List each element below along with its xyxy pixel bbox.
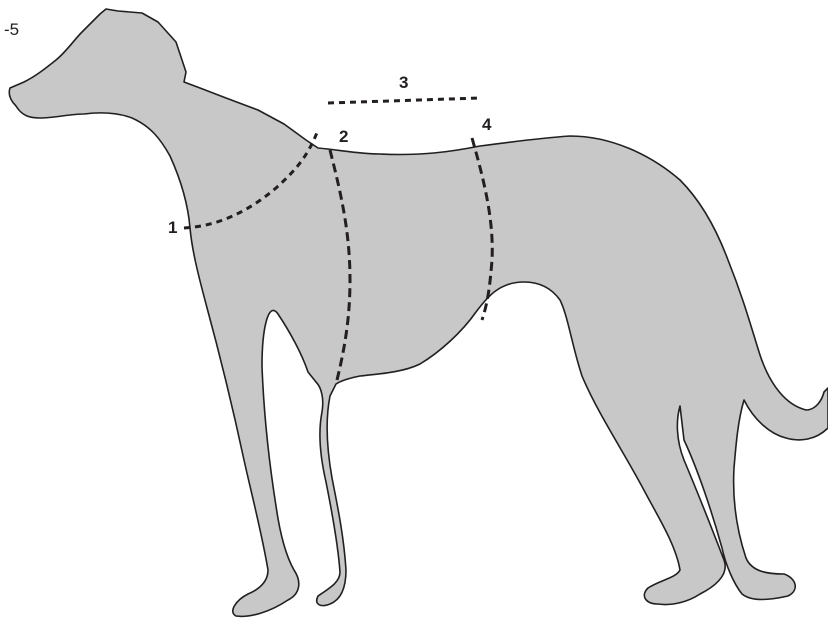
measurement-line-3 bbox=[328, 98, 480, 103]
measurement-label-1: 1 bbox=[168, 218, 177, 237]
measurement-label-4: 4 bbox=[482, 115, 492, 134]
corner-label: -5 bbox=[4, 20, 19, 40]
measurement-label-3: 3 bbox=[399, 73, 408, 92]
measurement-label-2: 2 bbox=[339, 127, 348, 146]
